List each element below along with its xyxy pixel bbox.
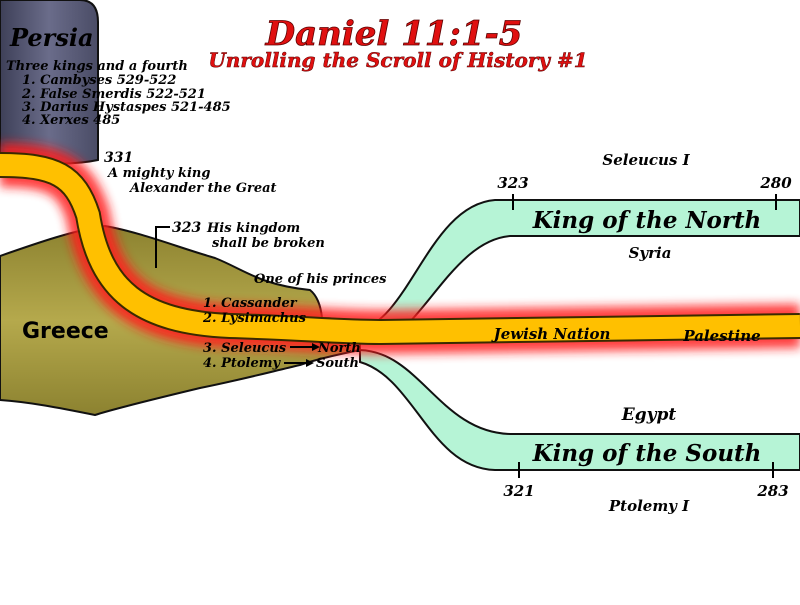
south-direction: South [316,356,359,371]
persia-king-4: 4. Xerxes 485 [22,113,120,128]
general-4: 4. Ptolemy [203,356,282,371]
persia-king-3: 3. Darius Hystaspes 521-485 [22,100,231,115]
title-sub: Unrolling the Scroll of History #1 [208,48,587,72]
jewish-stream [0,154,800,344]
persia-subtitle: Three kings and a fourth [6,59,188,74]
north-end-year: 280 [759,174,792,192]
division-year: 323 [172,220,201,236]
general-1: 1. Cassander [203,296,298,311]
general-2: 2. Lysimachus [202,311,307,326]
general-3: 3. Seleucus [203,341,287,356]
alexander-line2: Alexander the Great [128,181,277,196]
alexander-line1: A mighty king [106,166,210,181]
south-start-year: 321 [503,482,534,500]
greece-label: Greece [22,319,109,344]
jewish-nation-label: Jewish Nation [491,325,611,343]
seleucus-arrowhead [312,343,320,351]
title-main: Daniel 11:1-5 [265,14,523,54]
south-label: King of the South [532,440,762,467]
ptolemy-arrowhead [306,359,314,367]
north-ruler: Seleucus I [602,151,690,169]
division-line1: His kingdom [206,221,300,236]
persia-king-1: 1. Cambyses 529-522 [22,73,176,88]
north-label: King of the North [532,207,762,234]
south-region: Egypt [621,405,677,425]
north-direction: North [317,341,361,356]
south-stream [359,348,800,471]
north-stream [359,199,800,337]
persia-label: Persia [9,23,94,52]
north-start-year: 323 [497,174,528,192]
south-end-year: 283 [756,482,788,500]
princes-heading: One of his princes [254,272,387,287]
persia-king-2: 2. False Smerdis 522-521 [21,87,206,102]
division-line2: shall be broken [212,236,325,251]
palestine-label: Palestine [682,327,760,345]
north-region: Syria [629,244,672,262]
alexander-year: 331 [104,150,133,166]
south-ruler: Ptolemy I [608,497,690,515]
division-bracket [155,226,170,268]
